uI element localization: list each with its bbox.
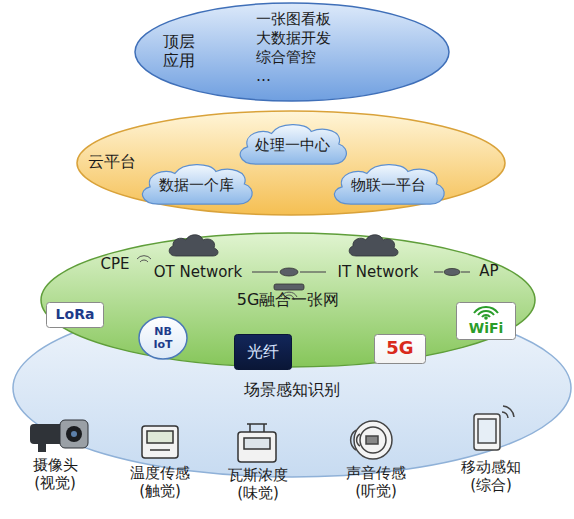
cloud-node: 数据一个库 bbox=[134, 160, 258, 206]
tech-icon: NB IoT bbox=[138, 316, 188, 360]
layer-title: 场景感知识别 bbox=[202, 380, 382, 399]
sound-sensor-icon-part bbox=[366, 436, 378, 444]
network-link-part bbox=[434, 271, 443, 272]
cloud-label: 数据一个库 bbox=[150, 176, 242, 194]
list-item: 一张图看板 bbox=[256, 10, 366, 28]
network-label: OT Network bbox=[146, 263, 250, 281]
wireless-symbol-part bbox=[284, 295, 294, 300]
sound-sensor-icon-part bbox=[360, 427, 386, 453]
icon-frame bbox=[235, 335, 292, 370]
network-cloud-part bbox=[169, 235, 218, 256]
camera-icon-part bbox=[60, 420, 88, 448]
cloud-node: 处理一中心 bbox=[232, 120, 352, 166]
router-symbol-part bbox=[274, 284, 304, 290]
device-label: CPE bbox=[94, 255, 136, 273]
wifi-arc bbox=[478, 311, 494, 315]
router-symbol bbox=[274, 268, 460, 290]
network-cloud bbox=[169, 235, 398, 256]
sound-sensor-icon-part bbox=[354, 421, 392, 459]
cloud-outline bbox=[142, 165, 252, 205]
wireless-symbol-part bbox=[137, 256, 151, 259]
network-label: IT Network bbox=[326, 263, 430, 281]
mobile-device-icon-part bbox=[474, 414, 500, 450]
cloud-label: 物联一平台 bbox=[342, 176, 434, 194]
cloud-label: 处理一中心 bbox=[246, 136, 338, 154]
cloud-layer-fill bbox=[77, 111, 505, 215]
icon-label: WiFi bbox=[456, 320, 516, 337]
icon-frame bbox=[457, 303, 516, 340]
cloud-outline bbox=[240, 125, 346, 165]
network-link bbox=[252, 271, 470, 272]
list-item: … bbox=[256, 67, 366, 85]
camera-icon bbox=[30, 420, 88, 452]
wifi-arc bbox=[474, 307, 498, 313]
sound-sensor-icon-part bbox=[351, 430, 356, 450]
sensor-label: 温度传感 (触觉) bbox=[118, 464, 202, 500]
gas-detector-icon-part bbox=[247, 423, 267, 425]
tech-icon: WiFi bbox=[456, 302, 516, 340]
network-cloud-part bbox=[349, 235, 398, 256]
wireless-symbol bbox=[137, 256, 297, 300]
camera-icon-part bbox=[66, 426, 82, 442]
wifi-dot bbox=[484, 316, 488, 320]
camera-icon-part bbox=[71, 431, 77, 437]
gas-detector-icon-part bbox=[249, 424, 251, 432]
gas-detector-icon bbox=[238, 424, 276, 462]
layer-title: 顶层应用 bbox=[162, 32, 196, 70]
network-link-part bbox=[252, 271, 278, 272]
wireless-symbol-part bbox=[281, 292, 297, 297]
tech-icon: 光纤 bbox=[234, 334, 292, 370]
network-link-part bbox=[300, 271, 326, 272]
tech-icon: 5G bbox=[374, 334, 426, 364]
sensor-label: 摄像头 (视觉) bbox=[14, 456, 96, 492]
cloud-outline bbox=[334, 165, 444, 205]
icon-label: NB IoT bbox=[146, 325, 180, 351]
mobile-device-icon-part bbox=[478, 419, 496, 443]
camera-icon-part bbox=[38, 444, 46, 452]
temperature-sensor-icon-part bbox=[150, 449, 170, 451]
mobile-device-icon-part bbox=[503, 406, 514, 417]
gas-detector-icon-part bbox=[263, 424, 265, 432]
tech-icon-fill bbox=[139, 317, 187, 359]
gas-detector-icon-part bbox=[244, 438, 270, 449]
gas-detector-icon-part bbox=[238, 432, 276, 462]
application-layer: 顶层应用 一张图看板大数据开发综合管控… bbox=[134, 2, 450, 102]
icon-frame bbox=[375, 335, 426, 364]
network-link-part bbox=[461, 271, 470, 272]
cloud-layer: 云平台 处理一中心数据一个库 物联一平台 bbox=[76, 110, 506, 216]
device-label: AP bbox=[472, 262, 506, 280]
wireless-symbol-part bbox=[140, 260, 148, 262]
cloud-node: 物联一平台 bbox=[326, 160, 450, 206]
router-symbol-part bbox=[444, 269, 460, 276]
temperature-sensor-icon-part bbox=[142, 426, 178, 458]
icon-label: 5G bbox=[374, 337, 426, 359]
temperature-sensor-icon-part bbox=[147, 431, 173, 443]
router-symbol-part bbox=[280, 268, 298, 276]
icon-label: 光纤 bbox=[234, 342, 292, 361]
sound-sensor-icon bbox=[351, 421, 392, 459]
layer-title: 云平台 bbox=[88, 152, 148, 171]
list-item: 综合管控 bbox=[256, 48, 366, 66]
sensor-label: 瓦斯浓度 (味觉) bbox=[216, 466, 300, 502]
sensor-label: 声音传感 (听觉) bbox=[334, 464, 418, 500]
icon-label: LoRa bbox=[46, 306, 104, 323]
list-item: 大数据开发 bbox=[256, 29, 366, 47]
tech-icon: LoRa bbox=[46, 302, 104, 328]
layer-title: 5G融合一张网 bbox=[208, 290, 368, 309]
application-layer-fill bbox=[135, 3, 449, 101]
sensor-label: 移动感知 (综合) bbox=[448, 458, 534, 494]
mobile-device-icon-part bbox=[502, 412, 508, 418]
icon-frame bbox=[47, 303, 104, 328]
mobile-device-icon bbox=[474, 406, 514, 450]
sound-sensor-icon-part bbox=[357, 434, 360, 446]
temperature-sensor-icon bbox=[142, 426, 178, 458]
